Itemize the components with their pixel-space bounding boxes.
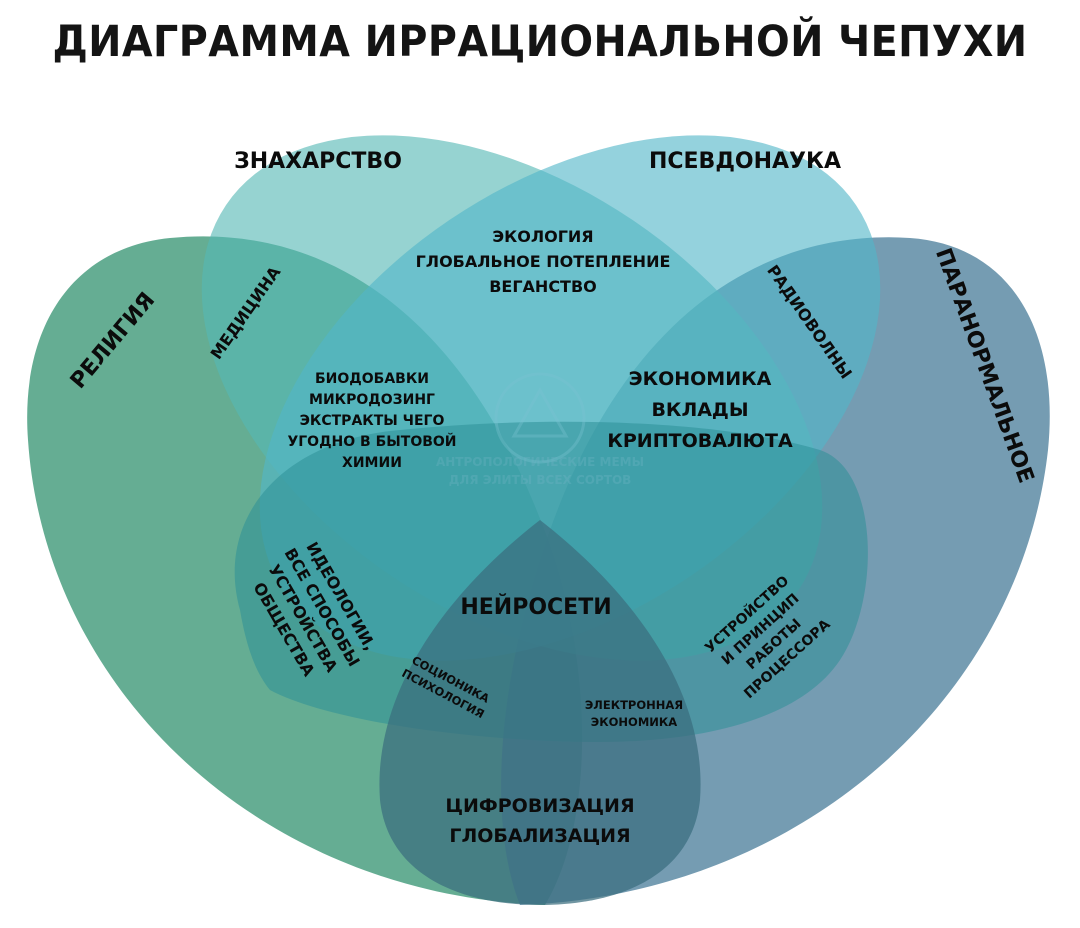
digitalization-line-1: ЦИФРОВИЗАЦИЯ [445, 795, 634, 817]
supplements-line-5: ХИМИИ [342, 455, 402, 471]
e-economy-line-2: ЭКОНОМИКА [591, 715, 677, 729]
diagram-title: ДИАГРАММА ИРРАЦИОНАЛЬНОЙ ЧЕПУХИ [53, 16, 1028, 67]
region-e-economy: ЭЛЕКТРОННАЯ ЭКОНОМИКА [585, 698, 683, 729]
label-quackery: ЗНАХАРСТВО [234, 149, 402, 174]
economy-line-3: КРИПТОВАЛЮТА [607, 430, 793, 452]
watermark-line-1: АНТРОПОЛОГИЧЕСКИЕ МЕМЫ [436, 455, 644, 469]
watermark-triangle-icon [511, 386, 569, 438]
economy-line-2: ВКЛАДЫ [651, 399, 748, 421]
region-economy: ЭКОНОМИКА ВКЛАДЫ КРИПТОВАЛЮТА [607, 368, 793, 452]
set-digitalization [379, 520, 701, 905]
set-digitalization-label: ЦИФРОВИЗАЦИЯ ГЛОБАЛИЗАЦИЯ [445, 795, 634, 847]
label-pseudoscience: ПСЕВДОНАУКА [649, 149, 841, 174]
ecology-line-3: ВЕГАНСТВО [489, 277, 597, 296]
ecology-line-1: ЭКОЛОГИЯ [492, 227, 593, 246]
set-shapes [27, 135, 1050, 906]
supplements-line-2: МИКРОДОЗИНГ [309, 392, 435, 408]
watermark-line-2: ДЛЯ ЭЛИТЫ ВСЕХ СОРТОВ [449, 473, 632, 487]
label-neural-networks: НЕЙРОСЕТИ [460, 594, 611, 620]
supplements-line-4: УГОДНО В БЫТОВОЙ [287, 433, 456, 450]
watermark: АНТРОПОЛОГИЧЕСКИЕ МЕМЫ ДЛЯ ЭЛИТЫ ВСЕХ СО… [436, 372, 644, 487]
e-economy-line-1: ЭЛЕКТРОННАЯ [585, 698, 683, 712]
economy-line-1: ЭКОНОМИКА [629, 368, 772, 390]
watermark-emblem-icon [494, 372, 586, 464]
digitalization-line-2: ГЛОБАЛИЗАЦИЯ [449, 825, 630, 847]
supplements-line-1: БИОДОБАВКИ [315, 371, 429, 387]
supplements-line-3: ЭКСТРАКТЫ ЧЕГО [300, 413, 445, 429]
ecology-line-2: ГЛОБАЛЬНОЕ ПОТЕПЛЕНИЕ [416, 252, 671, 271]
region-supplements: БИОДОБАВКИ МИКРОДОЗИНГ ЭКСТРАКТЫ ЧЕГО УГ… [287, 371, 456, 471]
region-ecology: ЭКОЛОГИЯ ГЛОБАЛЬНОЕ ПОТЕПЛЕНИЕ ВЕГАНСТВО [416, 227, 671, 296]
